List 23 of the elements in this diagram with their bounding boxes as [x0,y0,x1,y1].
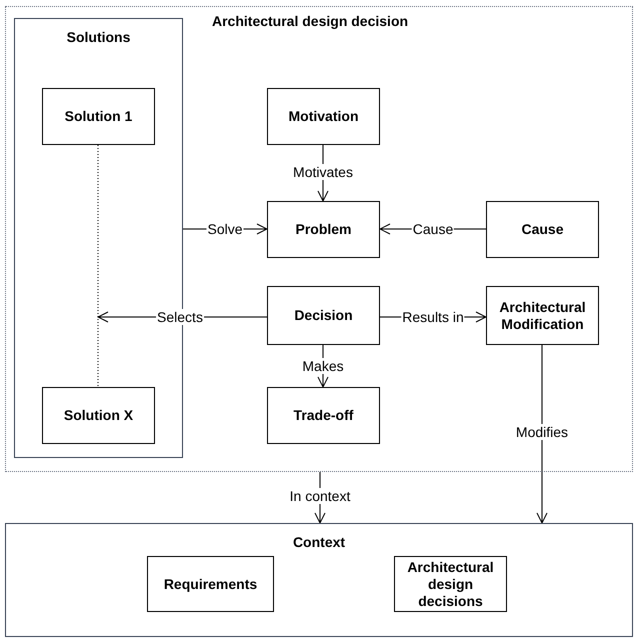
concept-box: Cause [486,201,599,258]
concept-box: Solution X [42,387,155,444]
concept-box: Architectural design decisions [394,556,507,612]
edge-label: Makes [301,358,345,374]
edge-label: Solve [206,221,244,237]
concept-box: Decision [267,286,380,345]
concept-box: Trade-off [267,387,380,444]
group-title: Solutions [66,28,132,47]
arrow [536,344,548,524]
group-title: Architectural design decision [212,12,408,31]
edge-label: Selects [156,309,204,325]
group-title: Context [292,533,346,552]
concept-box: Motivation [267,88,380,145]
concept-box: Architectural Modification [486,286,599,345]
edge-label: Modifies [514,424,570,440]
group-box [5,523,633,637]
concept-box: Requirements [147,556,274,612]
edge-label: Cause [412,221,454,237]
concept-box: Solution 1 [42,88,155,145]
concept-box: Problem [267,201,380,258]
edge-label: Results in [401,309,465,325]
edge-label: In context [288,488,352,504]
edge-label: Motivates [292,164,354,180]
